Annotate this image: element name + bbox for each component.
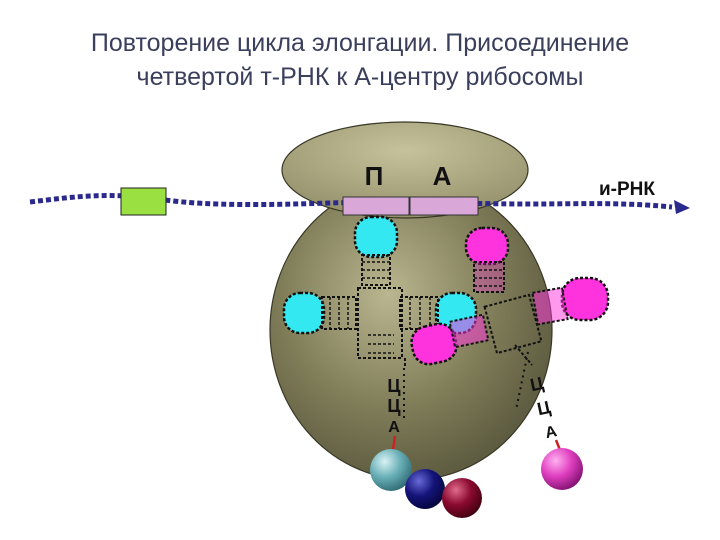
mrna-label: и-РНК: [599, 179, 655, 200]
ribosome-small-subunit: [281, 121, 529, 219]
title-line-2: четвертой т-РНК к А-центру рибосомы: [136, 63, 584, 91]
a-site-label: А: [433, 161, 452, 191]
p-site-codon: [342, 196, 410, 216]
mrna-arrowhead: [674, 200, 690, 214]
p-site-label: П: [365, 161, 384, 191]
left-tail-letter-3: А: [388, 419, 400, 436]
a-site-codon: [409, 196, 479, 216]
right-tail-letter-2: Ц: [535, 397, 553, 419]
slide-title: Повторение цикла элонгации. Присоединени…: [0, 26, 720, 94]
amino-acid-maroon: [442, 478, 482, 518]
right-tail-letter-3: А: [544, 423, 559, 442]
amino-acid-magenta: [541, 448, 583, 490]
left-tail-letter-2: Ц: [387, 396, 401, 416]
title-line-1: Повторение цикла элонгации. Присоединени…: [90, 29, 630, 57]
amino-acid-teal: [370, 449, 412, 491]
trna-magenta-a-site: [410, 226, 610, 366]
left-aa-link: [391, 435, 397, 451]
left-tail-letter-1: Ц: [387, 376, 401, 396]
right-tail-letter-1: Ц: [528, 373, 546, 395]
amino-acid-navy: [405, 469, 445, 509]
green-codon-box: [120, 187, 167, 216]
right-acceptor-stem: [515, 351, 529, 411]
